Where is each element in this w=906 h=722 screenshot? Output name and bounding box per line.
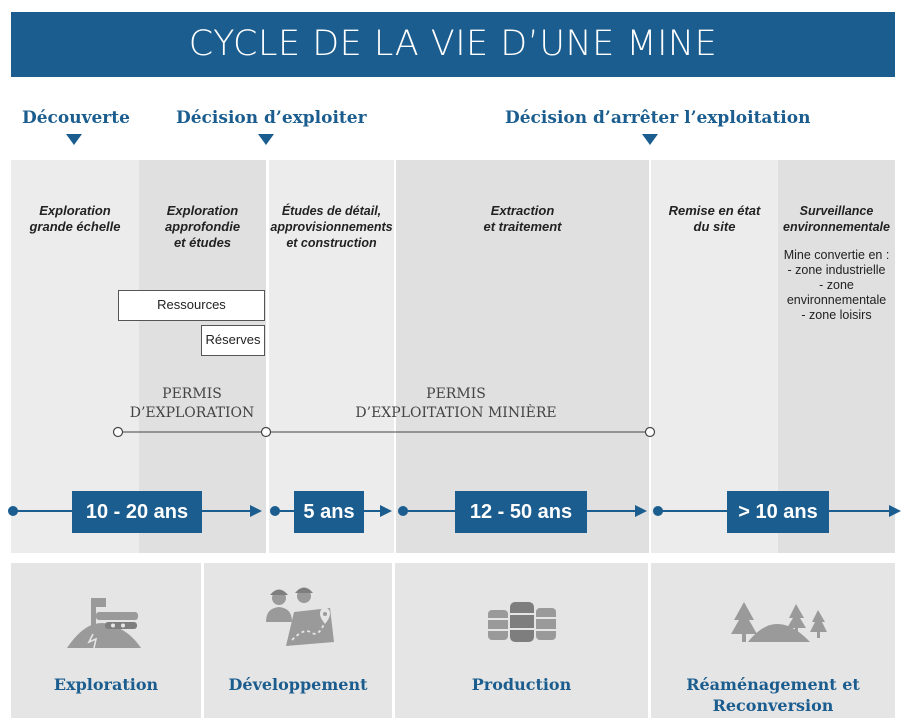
conversion-item: environnementale xyxy=(786,293,887,307)
trees-landscape-icon xyxy=(731,602,827,642)
milestone-decision-exploit-marker-icon xyxy=(258,134,274,145)
duration-reclamation: > 10 ans xyxy=(727,491,829,533)
phase-label-development: Développement xyxy=(228,675,368,694)
page-title: CYCLE DE LA VIE D’UNE MINE xyxy=(11,12,895,77)
conversion-item: - zone xyxy=(819,278,854,292)
permit-line xyxy=(112,426,656,438)
duration-development: 5 ans xyxy=(294,491,364,533)
milestone-decision-exploit: Décision d’exploiter xyxy=(176,108,367,128)
milestone-decision-stop-marker-icon xyxy=(642,134,658,145)
conversion-item: - zone loisirs xyxy=(801,308,872,322)
ore-barrels-icon xyxy=(488,602,556,642)
duration-production: 12 - 50 ans xyxy=(455,491,587,533)
panel-extraction xyxy=(396,160,649,553)
exploration-drill-icon xyxy=(67,598,141,649)
conversion-item: - zone industrielle xyxy=(787,263,886,277)
panel-rehabilitation xyxy=(651,160,778,553)
phase-label-exploration: Exploration xyxy=(53,675,159,694)
milestone-discovery-marker-icon xyxy=(66,134,82,145)
conversion-heading: Mine convertie en : xyxy=(783,248,890,262)
duration-exploration: 10 - 20 ans xyxy=(72,491,202,533)
phase-label-production: Production xyxy=(471,675,572,694)
panel-detail-studies xyxy=(269,160,394,553)
panel-exploration-large xyxy=(11,160,139,553)
milestone-discovery: Découverte xyxy=(22,108,130,128)
resources-box: Ressources xyxy=(118,290,265,321)
panel-monitoring xyxy=(778,160,895,553)
timeline-graphics xyxy=(8,426,901,517)
reserves-box: Réserves xyxy=(201,325,265,356)
conversion-list: Mine convertie en : - zone industrielle … xyxy=(778,248,895,323)
milestone-decision-stop: Décision d’arrêter l’exploitation xyxy=(505,108,811,128)
panel-exploration-deep xyxy=(139,160,266,553)
workers-map-icon xyxy=(266,587,334,646)
